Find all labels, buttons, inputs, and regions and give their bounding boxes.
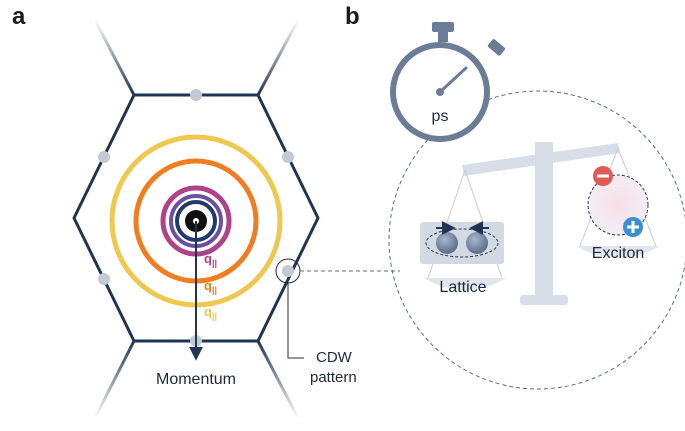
zone-extension-top-right: [256, 19, 300, 96]
hexagon-outline: [72, 93, 320, 343]
cdw-leader-line: [287, 283, 304, 359]
cdw-dot-upper-left: [98, 151, 110, 163]
q-label-yellow: q||: [204, 304, 217, 321]
zoom-circle: [388, 90, 685, 390]
panel-letter-a: a: [12, 3, 26, 30]
stopwatch-icon: ps: [390, 22, 505, 142]
zone-extension-top-left: [93, 19, 136, 96]
exciton-icon: [587, 166, 649, 237]
stopwatch-label: ps: [432, 108, 449, 125]
cdw-dot-top: [190, 89, 202, 101]
cdw-label-line2: pattern: [310, 369, 357, 386]
scale-diagram: ps Lattice: [388, 22, 685, 390]
q-label-orange: q||: [204, 278, 217, 295]
zone-extension-bottom-right: [256, 340, 300, 419]
cdw-dot-lower-left: [98, 273, 110, 285]
brillouin-zone: q|| q|| q|| Momentum CDW pattern: [18, 19, 400, 419]
momentum-label: Momentum: [156, 371, 236, 388]
cdw-dot-lower-right: [282, 265, 294, 277]
lattice-icon: [420, 221, 504, 264]
cdw-label-line1: CDW: [316, 349, 353, 366]
exciton-label: Exciton: [592, 245, 644, 262]
panel-letter-b: b: [345, 3, 360, 30]
lattice-label: Lattice: [439, 279, 486, 296]
q-label-magenta: q||: [204, 251, 217, 268]
zone-extension-bottom-left: [93, 340, 136, 419]
cdw-dot-upper-right: [282, 151, 294, 163]
